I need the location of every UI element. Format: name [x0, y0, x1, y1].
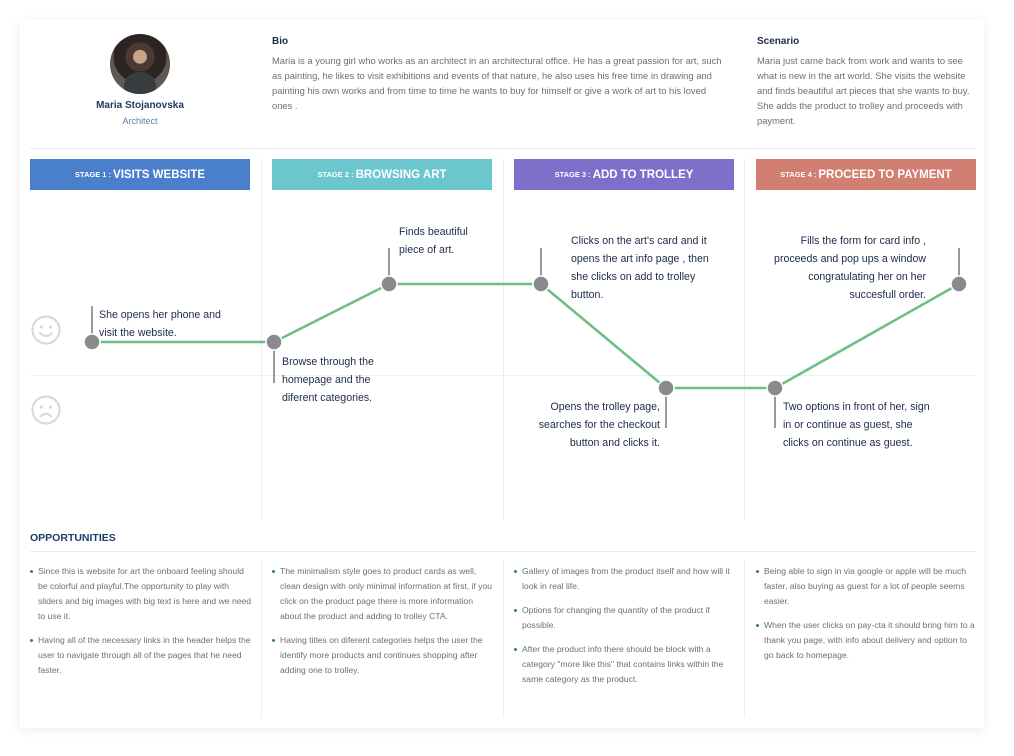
- header-divider: [30, 148, 976, 149]
- emotion-divider: [30, 375, 976, 376]
- stage-header-1: STAGE 1 : VISITS WEBSITE: [30, 159, 250, 190]
- opportunities-column-4: Being able to sign in via google or appl…: [756, 564, 978, 672]
- step-note-3: Finds beautiful piece of art.: [399, 226, 468, 256]
- opportunities-divider: [30, 551, 976, 552]
- journey-node: [265, 333, 283, 351]
- journey-node: [532, 275, 550, 293]
- sad-face-icon: [31, 395, 61, 425]
- step-note-5: Opens the trolley page, searches for the…: [538, 401, 660, 449]
- stage-title: PROCEED TO PAYMENT: [818, 168, 952, 181]
- happy-face-icon: [31, 315, 61, 345]
- opportunity-item: After the product info there should be b…: [514, 642, 736, 687]
- stage-title: BROWSING ART: [355, 168, 447, 181]
- opportunity-item: Gallery of images from the product itsel…: [514, 564, 736, 594]
- journey-node: [950, 275, 968, 293]
- stage-header-4: STAGE 4 : PROCEED TO PAYMENT: [756, 159, 976, 190]
- journey-node: [766, 379, 784, 397]
- column-divider: [503, 159, 504, 519]
- opportunities-column-2: The minimalism style goes to product car…: [272, 564, 494, 687]
- stage-title: ADD TO TROLLEY: [592, 168, 694, 181]
- column-divider: [503, 560, 504, 718]
- persona-avatar: [110, 34, 170, 94]
- journey-node: [657, 379, 675, 397]
- opportunities-column-1: Since this is website for art the onboar…: [30, 564, 252, 687]
- step-note-6: Two options in front of her, sign in or …: [783, 401, 930, 449]
- opportunity-item: Options for changing the quantity of the…: [514, 603, 736, 633]
- persona-name: Maria Stojanovska: [96, 100, 184, 111]
- bio-heading: Bio: [272, 36, 289, 47]
- opportunity-item: Since this is website for art the onboar…: [30, 564, 252, 624]
- journey-node: [83, 333, 101, 351]
- journey-map-card: [20, 20, 984, 728]
- step-note-1: She opens her phone and visit the websit…: [99, 309, 221, 339]
- column-divider: [261, 560, 262, 718]
- column-divider: [744, 159, 745, 519]
- opportunities-column-3: Gallery of images from the product itsel…: [514, 564, 736, 696]
- column-divider: [744, 560, 745, 718]
- stage-prefix: STAGE 4 :: [780, 170, 817, 179]
- opportunity-item: Being able to sign in via google or appl…: [756, 564, 978, 609]
- column-divider: [261, 159, 262, 519]
- scenario-text: Maria just came back from work and wants…: [757, 55, 970, 126]
- scenario-heading: Scenario: [757, 36, 800, 47]
- bio-text: Maria is a young girl who works as an ar…: [272, 55, 722, 111]
- persona-role: Architect: [122, 116, 158, 126]
- stage-prefix: STAGE 1 :: [74, 170, 112, 179]
- opportunity-item: Having all of the necessary links in the…: [30, 633, 252, 678]
- opportunities-heading: OPPORTUNITIES: [30, 532, 116, 544]
- stage-header-3: STAGE 3 : ADD TO TROLLEY: [514, 159, 734, 190]
- stage-prefix: STAGE 2 :: [317, 170, 354, 179]
- step-note-4: Clicks on the art's card and it opens th…: [571, 235, 709, 301]
- opportunity-item: The minimalism style goes to product car…: [272, 564, 494, 624]
- stage-title: VISITS WEBSITE: [113, 168, 206, 181]
- stage-header-2: STAGE 2 : BROWSING ART: [272, 159, 492, 190]
- step-note-2: Browse through the homepage and the dife…: [282, 356, 374, 404]
- step-note-7: Fills the form for card info , proceeds …: [774, 235, 926, 301]
- opportunity-item: When the user clicks on pay-cta it shoul…: [756, 618, 978, 663]
- stage-prefix: STAGE 3 :: [554, 170, 591, 179]
- opportunity-item: Having titles on diferent categories hel…: [272, 633, 494, 678]
- journey-node: [380, 275, 398, 293]
